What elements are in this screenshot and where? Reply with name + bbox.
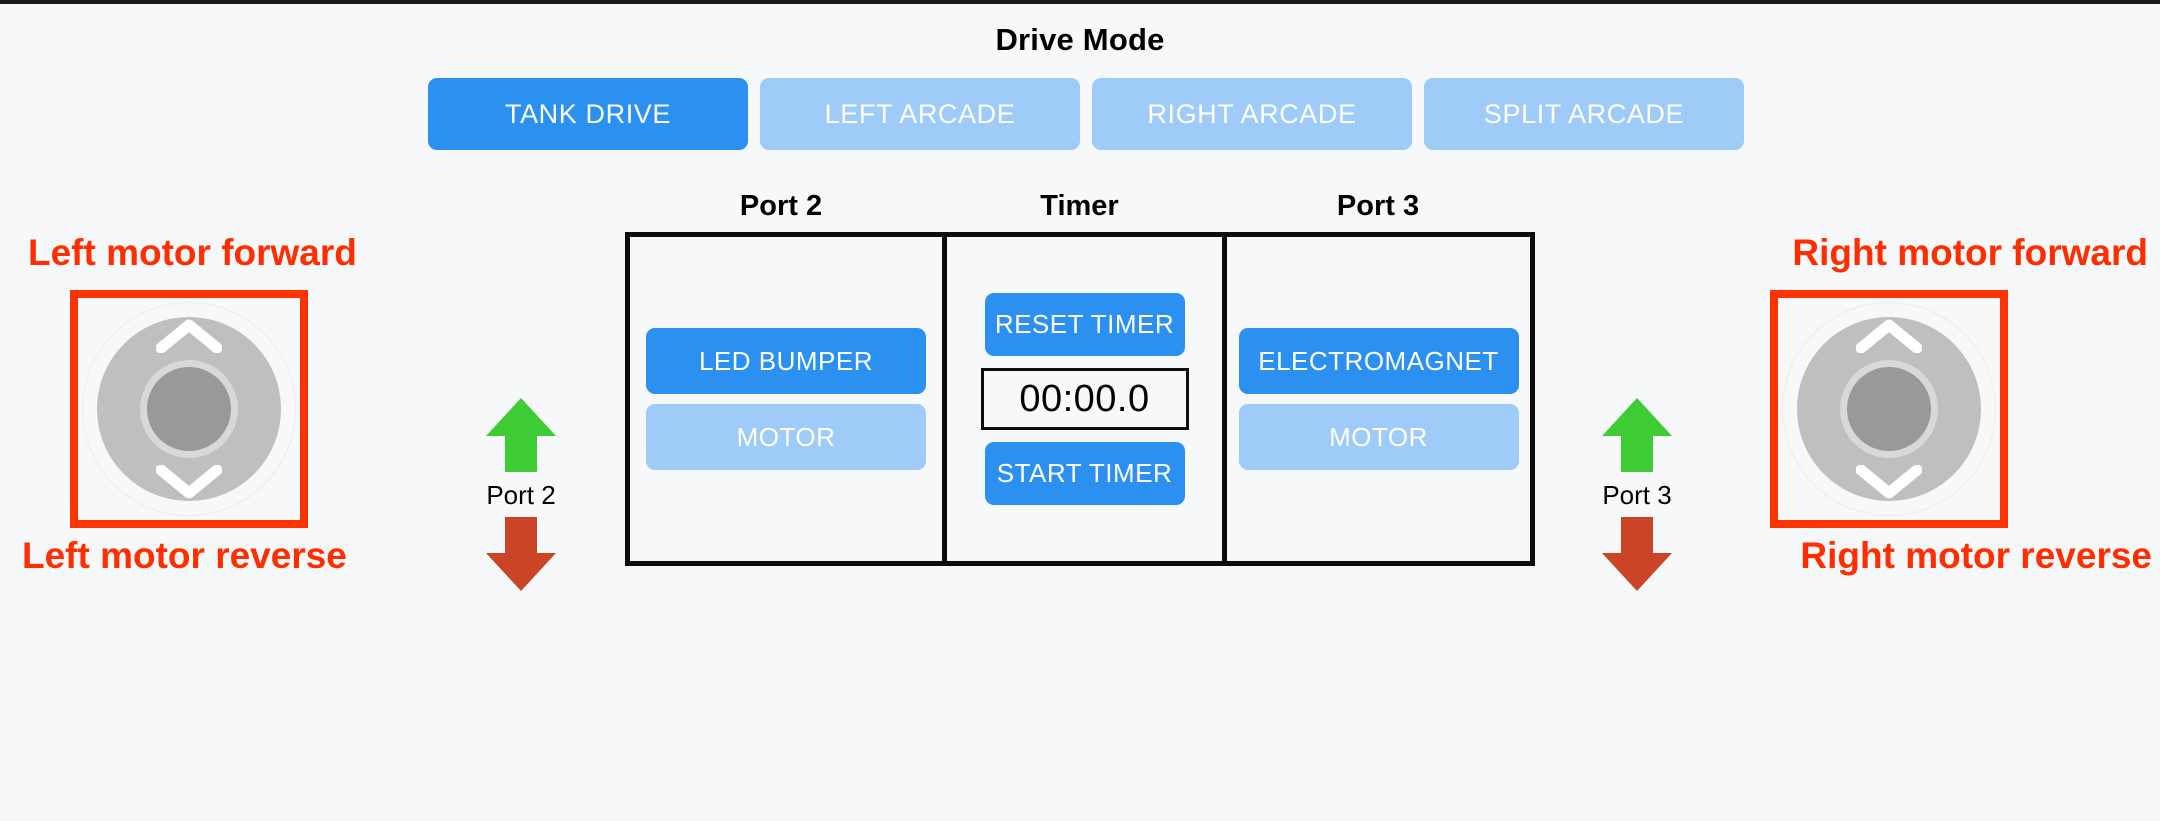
left-forward-annotation: Left motor forward — [28, 232, 357, 273]
right-port-indicator: Port 3 — [1578, 396, 1696, 593]
chevron-up-icon — [1856, 319, 1922, 353]
panel-column-port2: LED BUMPER MOTOR — [630, 237, 942, 561]
panel-header-timer: Timer — [1040, 190, 1119, 222]
start-timer-button[interactable]: START TIMER — [984, 442, 1185, 505]
chevron-down-icon — [1856, 465, 1922, 499]
right-port-label: Port 3 — [1602, 480, 1672, 510]
port2-motor-button[interactable]: MOTOR — [646, 404, 926, 470]
right-forward-annotation: Right motor forward — [1792, 232, 2148, 273]
port2-led-bumper-button[interactable]: LED BUMPER — [646, 328, 926, 394]
left-joystick-highlight-box — [70, 290, 308, 528]
chevron-up-icon — [156, 319, 222, 353]
center-control-panel: LED BUMPER MOTOR RESET TIMER 00:00.0 STA… — [625, 232, 1535, 566]
right-reverse-annotation: Right motor reverse — [1800, 535, 2152, 576]
arrow-down-icon — [486, 517, 556, 591]
left-port-indicator: Port 2 — [462, 396, 580, 593]
arrow-up-icon — [486, 398, 556, 472]
left-reverse-annotation: Left motor reverse — [22, 535, 347, 576]
left-joystick[interactable] — [82, 302, 296, 516]
timer-stack: RESET TIMER 00:00.0 START TIMER — [947, 293, 1222, 505]
left-motor-cluster: Left motor forward Left motor reverse Po… — [0, 0, 640, 821]
drive-mode-title: Drive Mode — [995, 22, 1165, 57]
port3-motor-button[interactable]: MOTOR — [1238, 404, 1519, 470]
panel-header-port2: Port 2 — [739, 190, 823, 222]
drive-mode-split-arcade[interactable]: SPLIT ARCADE — [1424, 78, 1744, 150]
port2-device-stack: LED BUMPER MOTOR — [646, 328, 926, 470]
drive-mode-button-group: TANK DRIVE LEFT ARCADE RIGHT ARCADE SPLI… — [428, 78, 1744, 150]
panel-column-port3: ELECTROMAGNET MOTOR — [1227, 237, 1530, 561]
right-joystick-knob[interactable] — [1847, 367, 1931, 451]
arrow-down-icon — [1602, 517, 1672, 591]
right-joystick-highlight-box — [1770, 290, 2008, 528]
drive-mode-left-arcade[interactable]: LEFT ARCADE — [760, 78, 1080, 150]
arrow-up-icon — [1602, 398, 1672, 472]
timer-display: 00:00.0 — [980, 368, 1189, 430]
chevron-down-icon — [156, 465, 222, 499]
reset-timer-button[interactable]: RESET TIMER — [984, 293, 1185, 356]
left-joystick-knob[interactable] — [147, 367, 231, 451]
port3-device-stack: ELECTROMAGNET MOTOR — [1238, 328, 1519, 470]
drive-mode-tank-drive[interactable]: TANK DRIVE — [428, 78, 748, 150]
window-top-edge — [0, 0, 2160, 4]
right-joystick[interactable] — [1782, 302, 1996, 516]
left-port-label: Port 2 — [486, 480, 556, 510]
panel-header-port3: Port 3 — [1336, 190, 1420, 222]
right-motor-cluster: Right motor forward Right motor reverse … — [1520, 0, 2160, 821]
drive-mode-right-arcade[interactable]: RIGHT ARCADE — [1092, 78, 1412, 150]
panel-column-timer: RESET TIMER 00:00.0 START TIMER — [942, 237, 1227, 561]
port3-electromagnet-button[interactable]: ELECTROMAGNET — [1238, 328, 1519, 394]
